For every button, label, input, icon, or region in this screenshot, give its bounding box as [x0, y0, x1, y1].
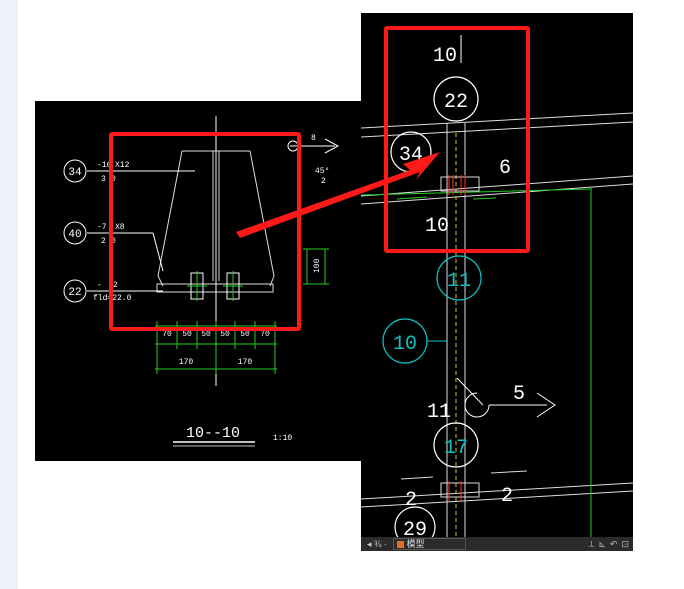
label-2-left: 2	[405, 489, 417, 512]
dim-seg-5: 50	[240, 330, 250, 339]
label-top-10: 10	[433, 45, 457, 68]
callout-34[interactable]: 34	[63, 159, 87, 183]
bolt-group-left	[187, 271, 207, 301]
model-tab-label: 模型	[406, 539, 425, 549]
section-drawing-canvas: 34 40 22 -16 X12 3 0 -7 X8 2 0 - 2 fld=2…	[63, 116, 340, 447]
spec-34-thk: X12	[115, 161, 130, 170]
label-2-right: 2	[501, 485, 513, 508]
section-drawing-panel[interactable]: 34 40 22 -16 X12 3 0 -7 X8 2 0 - 2 fld=2…	[35, 101, 362, 461]
base-plate	[156, 283, 274, 293]
model-tab-icon	[396, 540, 404, 548]
label-mid-10: 10	[425, 215, 449, 238]
spec-40-size: -7	[97, 223, 107, 232]
svg-text:11: 11	[447, 270, 471, 293]
spec-34-len-a: 3	[101, 175, 106, 184]
svg-text:22: 22	[68, 287, 81, 299]
viewport-icon[interactable]: ⊡	[621, 538, 629, 549]
svg-text:22: 22	[444, 91, 468, 114]
dim-seg-6: 70	[260, 330, 270, 339]
statusbar-left-text: ◂ ¾ ∙	[367, 538, 387, 549]
callout-11-cyan[interactable]: 11	[436, 255, 482, 301]
weld-size: 2	[321, 177, 326, 186]
snap-icon[interactable]: ⟂	[588, 538, 595, 549]
svg-text:34: 34	[68, 167, 82, 179]
undo-icon[interactable]: ↶	[609, 538, 618, 549]
bolt-group-right	[223, 271, 243, 301]
dim-seg-4: 50	[220, 330, 230, 339]
dim-total-left: 170	[179, 358, 194, 367]
svg-text:17: 17	[444, 437, 468, 460]
dim-seg-1: 70	[162, 330, 172, 339]
svg-text:10: 10	[393, 333, 417, 356]
label-11: 11	[427, 401, 451, 424]
callout-40[interactable]: 40	[63, 221, 87, 245]
beam-line-top-1	[361, 112, 633, 129]
callout-17[interactable]: 17	[433, 422, 479, 468]
left-sidebar-strip	[0, 0, 18, 589]
callout-22-elevation[interactable]: 22	[433, 76, 479, 122]
joint-plate-top	[440, 176, 480, 192]
label-6: 6	[499, 157, 511, 180]
right-rib-outline	[249, 150, 275, 287]
red-pointer-arrow	[236, 152, 440, 238]
highlight-box-section-detail	[109, 132, 301, 331]
ortho-icon[interactable]: ⊾	[598, 538, 606, 549]
svg-text:40: 40	[68, 229, 81, 241]
callout-22[interactable]: 22	[63, 279, 87, 303]
label-5: 5	[513, 383, 525, 406]
spec-22-size: -	[97, 281, 102, 290]
joint-plate-bottom	[440, 482, 480, 498]
section-title: 10--10	[186, 425, 240, 442]
dim-seg-3: 50	[201, 330, 211, 339]
elevation-drawing-canvas: 10 22 34 6 10 11 10 5 11	[361, 35, 633, 549]
spec-40-thk: X8	[115, 223, 125, 232]
section-arrow-tag: 8	[311, 134, 316, 143]
tab-model[interactable]: 模型	[392, 538, 466, 550]
highlight-box-elevation-joint	[384, 26, 530, 253]
spec-34-len-b: 0	[111, 175, 116, 184]
spec-34-size: -16	[97, 161, 112, 170]
dim-total-right: 170	[238, 358, 253, 367]
height-dimension: 100	[313, 258, 322, 273]
elevation-drawing-panel[interactable]: 10 22 34 6 10 11 10 5 11	[361, 13, 633, 549]
beam-line-bottom	[361, 482, 633, 500]
drawing-scale: 1:10	[273, 434, 292, 443]
spec-40-len-b: 0	[111, 237, 116, 246]
weld-angle: 45°	[315, 167, 329, 176]
svg-text:29: 29	[403, 519, 427, 542]
cad-statusbar: ◂ ¾ ∙ 模型 ⟂ ⊾ ↶ ⊡	[361, 537, 633, 551]
left-rib-outline	[157, 150, 183, 287]
beam-line-mid	[361, 175, 633, 197]
spec-22-thk: 2	[113, 281, 118, 290]
spec-40-len-a: 2	[101, 237, 106, 246]
dim-seg-2: 50	[182, 330, 192, 339]
